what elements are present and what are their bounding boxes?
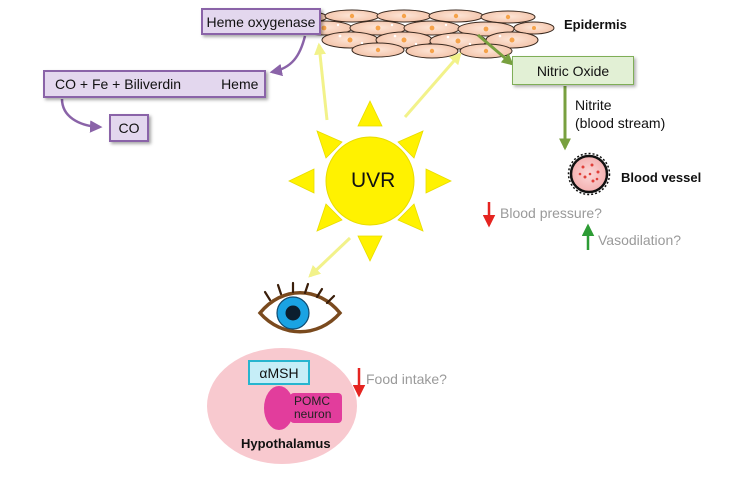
uvr-label: UVR [351,169,396,192]
sun-icon [288,100,452,262]
food-intake-label: Food intake? [366,371,447,387]
uv-ray-arrows [308,42,462,278]
pomc-neuron-label: POMC neuron [294,395,331,421]
blood-vessel-icon [567,152,611,196]
pomc-line2: neuron [294,407,332,421]
co-box: CO [109,114,149,142]
nitrite-line2: (blood stream) [575,115,666,131]
heme-oxygenase-to-products-arrow [269,35,307,77]
products-box: CO + Fe + Biliverdin Heme [43,70,266,98]
vasodilation-label: Vasodilation? [598,232,682,248]
nitric-oxide-box: Nitric Oxide [512,56,634,85]
nitric-oxide-pathway-arrows [477,33,571,151]
hypothalamus-shape [207,348,357,464]
heme-label: Heme [221,76,259,92]
products-to-co-arrow [60,98,103,133]
epidermis-label: Epidermis [564,17,627,32]
products-label: CO + Fe + Biliverdin [55,76,182,92]
hypothalamus-label: Hypothalamus [241,436,331,451]
nitrite-line1: Nitrite [575,97,612,113]
epidermis-cells [272,9,555,59]
blood-vessel-label: Blood vessel [621,170,702,185]
eye-icon [257,281,343,334]
pomc-line1: POMC [294,394,330,408]
blood-pressure-label: Blood pressure? [500,205,602,221]
heme-oxygenase-box: Heme oxygenase [201,8,321,35]
nitrite-label: Nitrite (blood stream) [575,96,665,132]
amsh-box: αMSH [248,360,310,385]
